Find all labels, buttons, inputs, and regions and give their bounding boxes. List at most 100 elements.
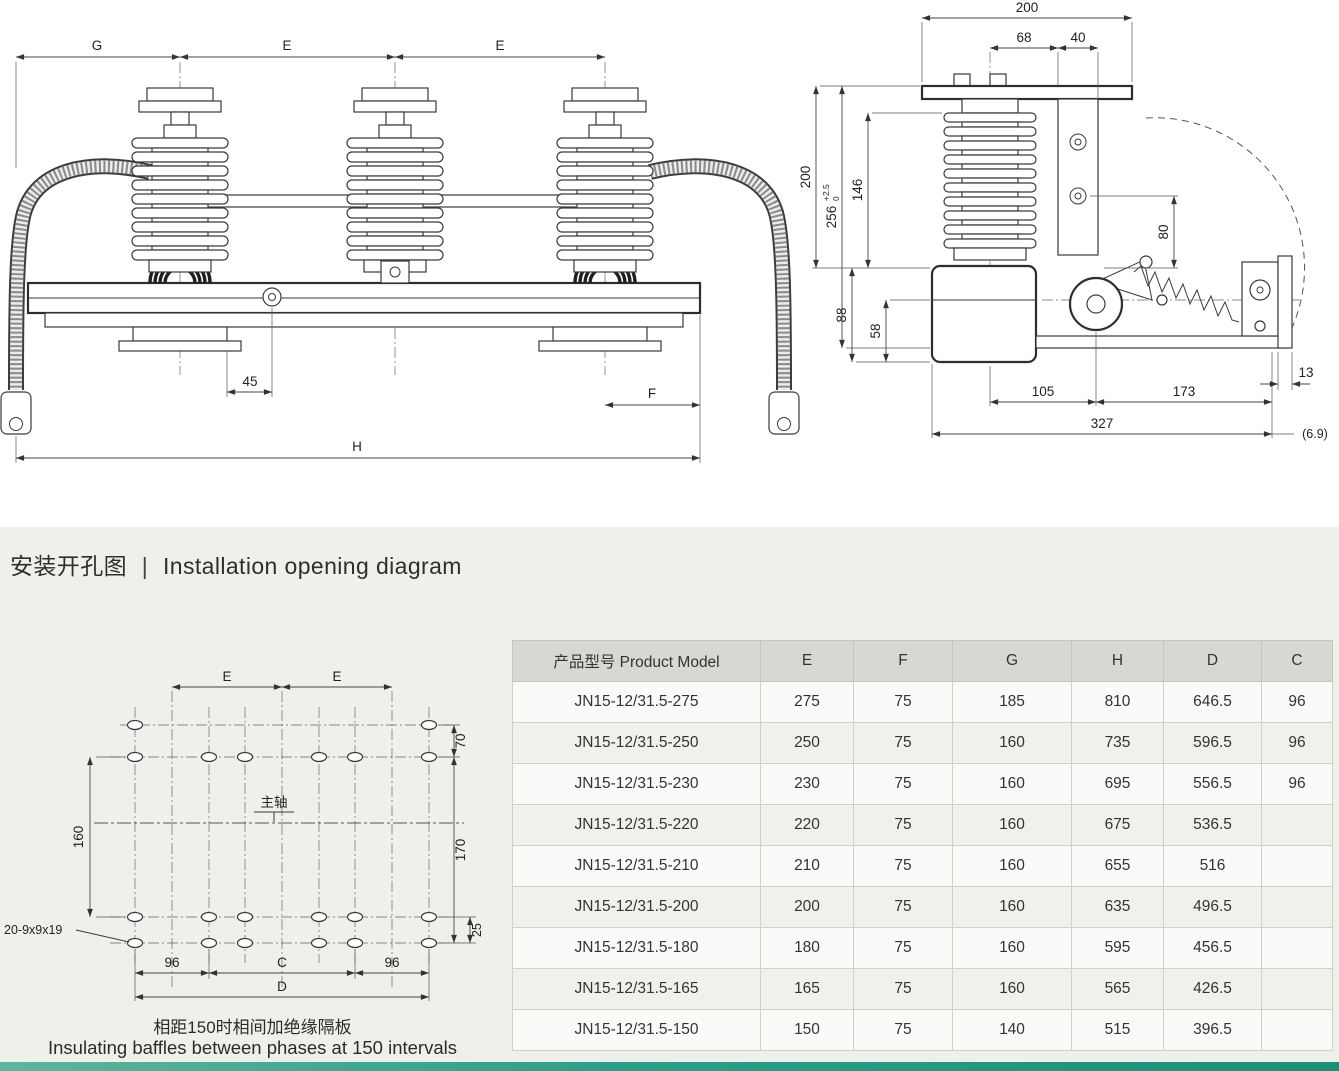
cell-model: JN15-12/31.5-210 <box>512 845 761 887</box>
cell-model: JN15-12/31.5-150 <box>512 1009 761 1051</box>
mounting-plate <box>920 73 1134 256</box>
cell: 160 <box>952 927 1072 969</box>
section-heading: 安装开孔图 | Installation opening diagram <box>10 547 462 581</box>
cell: 75 <box>853 968 953 1010</box>
cell: 646.5 <box>1163 681 1262 723</box>
mounting-holes <box>126 719 438 949</box>
cell: 275 <box>760 681 854 723</box>
dim-label-160: 160 <box>71 826 86 849</box>
side-view-dimensions: 200 68 40 200 256 +2.5 0 <box>798 0 1328 441</box>
dim-label-25: 25 <box>470 923 484 937</box>
cell <box>1261 845 1333 887</box>
cell: 96 <box>1261 681 1333 723</box>
cell: 810 <box>1071 681 1164 723</box>
cell: 735 <box>1071 722 1164 764</box>
heading-zh: 安装开孔图 <box>10 553 127 579</box>
cell-model: JN15-12/31.5-250 <box>512 722 761 764</box>
installation-section: 安装开孔图 | Installation opening diagram <box>0 527 1339 1071</box>
dim-label-327: 327 <box>1091 416 1114 431</box>
center-bracket <box>380 260 410 284</box>
col-header-F: F <box>853 640 953 682</box>
dim-label-70: 70 <box>453 733 468 748</box>
col-header-D: D <box>1163 640 1262 682</box>
cell: 675 <box>1071 804 1164 846</box>
col-header-H: H <box>1071 640 1164 682</box>
cell: 655 <box>1071 845 1164 887</box>
opening-diagram-drawing: E E 70 170 25 160 <box>4 669 484 1001</box>
right-braid-conductor <box>648 158 800 435</box>
product-model-table: 产品型号 Product Model E F G H D C JN15-12/3… <box>512 640 1333 1051</box>
bearing <box>262 287 282 307</box>
dim-label-45: 45 <box>242 374 257 389</box>
dim-label-88: 88 <box>834 307 849 322</box>
dim-label-D: D <box>277 979 287 994</box>
cell: 75 <box>853 845 953 887</box>
cell: 536.5 <box>1163 804 1262 846</box>
cell-model: JN15-12/31.5-230 <box>512 763 761 805</box>
table-header-row: 产品型号 Product Model E F G H D C <box>512 640 1333 682</box>
dim-label-170: 170 <box>453 839 468 862</box>
dim-label-96b: 96 <box>384 955 399 970</box>
cell: 200 <box>760 886 854 928</box>
cell: 75 <box>853 763 953 805</box>
dim-label-6-9: (6.9) <box>1302 427 1328 441</box>
insulator-phase-2 <box>346 87 444 273</box>
base-frame <box>26 281 702 352</box>
cell: 160 <box>952 968 1072 1010</box>
cell: 75 <box>853 722 953 764</box>
insulator-phase-3 <box>556 87 654 273</box>
cell <box>1261 804 1333 846</box>
cell: 515 <box>1071 1009 1164 1051</box>
cell: 160 <box>952 886 1072 928</box>
side-insulator <box>943 98 1037 261</box>
dim-label-13: 13 <box>1298 365 1313 380</box>
dim-label-E2: E <box>495 38 504 53</box>
cell: 565 <box>1071 968 1164 1010</box>
mechanism <box>930 117 1305 364</box>
insulator-phase-1 <box>131 87 229 273</box>
cell-model: JN15-12/31.5-165 <box>512 968 761 1010</box>
dim-tol-lower: 0 <box>831 196 841 201</box>
cell <box>1261 927 1333 969</box>
cell: 695 <box>1071 763 1164 805</box>
dim-label-E2: E <box>332 669 341 684</box>
cell: 180 <box>760 927 854 969</box>
cell <box>1261 886 1333 928</box>
dim-label-F: F <box>648 386 656 401</box>
front-view-dimensions: G E E 45 F H <box>15 38 701 463</box>
cell-model: JN15-12/31.5-220 <box>512 804 761 846</box>
dim-label-58: 58 <box>868 323 883 338</box>
cell: 75 <box>853 804 953 846</box>
col-header-model: 产品型号 Product Model <box>512 640 761 682</box>
dim-tol-upper: +2.5 <box>821 184 831 201</box>
cell: 596.5 <box>1163 722 1262 764</box>
dim-label-146: 146 <box>850 179 865 202</box>
dim-label-top200: 200 <box>1016 0 1039 15</box>
dim-label-E1: E <box>282 38 291 53</box>
cell: 165 <box>760 968 854 1010</box>
cell: 516 <box>1163 845 1262 887</box>
cell: 556.5 <box>1163 763 1262 805</box>
cell: 456.5 <box>1163 927 1262 969</box>
cell: 150 <box>760 1009 854 1051</box>
dim-label-40: 40 <box>1070 30 1085 45</box>
cell: 96 <box>1261 722 1333 764</box>
cell: 160 <box>952 804 1072 846</box>
front-view-drawing: G E E 45 F H <box>0 38 800 463</box>
drawings-section: G E E 45 F H <box>0 0 1339 527</box>
cell: 96 <box>1261 763 1333 805</box>
cell-model: JN15-12/31.5-275 <box>512 681 761 723</box>
dim-label-68: 68 <box>1016 30 1031 45</box>
cell <box>1261 968 1333 1010</box>
cell: 185 <box>952 681 1072 723</box>
cell-model: JN15-12/31.5-180 <box>512 927 761 969</box>
cell: 160 <box>952 845 1072 887</box>
cell: 595 <box>1071 927 1164 969</box>
dim-label-256: 256 <box>824 206 839 229</box>
